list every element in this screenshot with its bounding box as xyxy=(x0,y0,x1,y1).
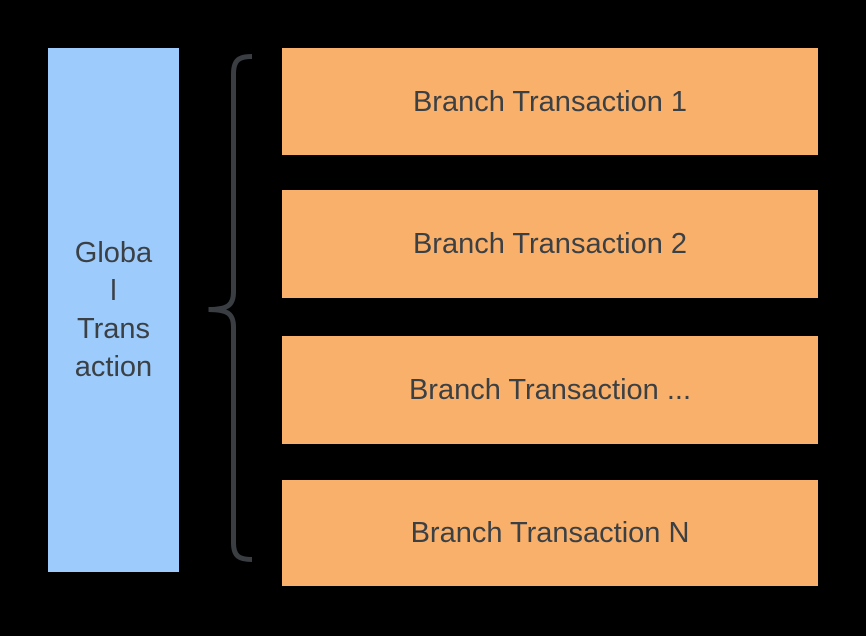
global-transaction-label-line-1: Globa xyxy=(74,237,153,269)
curly-brace-path xyxy=(208,54,253,562)
global-transaction-box: Globa l Trans action xyxy=(48,48,179,572)
global-transaction-label-line-4: action xyxy=(74,351,153,383)
branch-transaction-label-4: Branch Transaction N xyxy=(410,517,690,549)
global-transaction-label-line-3: Trans xyxy=(76,313,151,345)
branch-transaction-label-1: Branch Transaction 1 xyxy=(412,85,688,118)
global-transaction-label-line-2: l xyxy=(110,275,117,307)
branch-transaction-box-1: Branch Transaction 1 xyxy=(282,48,818,155)
branch-transaction-label-3: Branch Transaction ... xyxy=(408,374,692,406)
branch-transaction-box-4: Branch Transaction N xyxy=(282,480,818,586)
branch-transaction-label-2: Branch Transaction 2 xyxy=(412,228,688,260)
branch-transaction-box-2: Branch Transaction 2 xyxy=(282,190,818,298)
branch-transaction-box-3: Branch Transaction ... xyxy=(282,336,818,444)
